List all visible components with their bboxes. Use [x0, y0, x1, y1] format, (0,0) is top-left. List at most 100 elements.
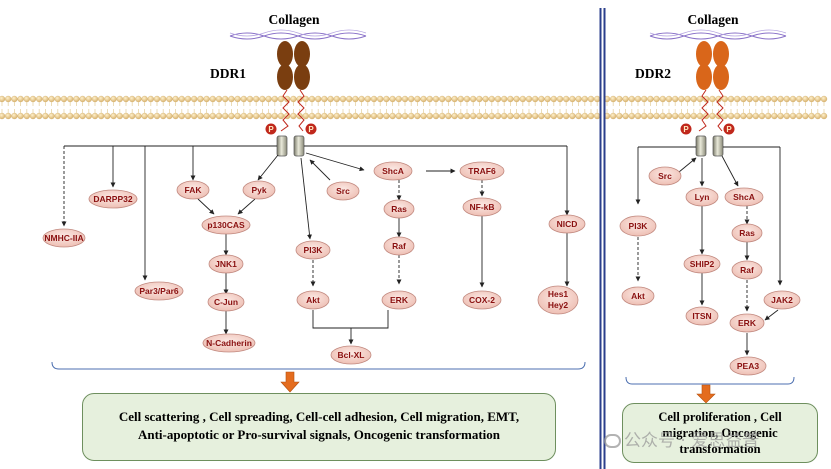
node-nmhc-iia: NMHC-IIA — [42, 228, 86, 248]
svg-text:C-Jun: C-Jun — [214, 297, 238, 307]
ddr1-receptor — [276, 41, 310, 157]
node-darpp32: DARPP32 — [88, 189, 138, 209]
outcome-line: migration, Oncogenic — [662, 426, 778, 440]
svg-text:Hey2: Hey2 — [548, 300, 569, 310]
node-raf-left: Raf — [383, 236, 415, 256]
svg-text:PI3K: PI3K — [629, 221, 649, 231]
svg-text:PI3K: PI3K — [304, 245, 324, 255]
node-ras-right: Ras — [731, 223, 763, 243]
svg-text:JAK2: JAK2 — [771, 295, 793, 305]
ddr2-title: DDR2 — [635, 66, 671, 81]
outcome-box-ddr2: Cell proliferation , Cell migration, Onc… — [622, 403, 818, 463]
svg-text:TRAF6: TRAF6 — [468, 166, 496, 176]
svg-text:NMHC-IIA: NMHC-IIA — [44, 233, 83, 243]
node-pyk: Pyk — [242, 180, 276, 200]
svg-text:Bcl-XL: Bcl-XL — [338, 350, 365, 360]
orange-arrow-left — [280, 371, 300, 393]
svg-text:P: P — [683, 125, 689, 134]
node-src-left: Src — [326, 181, 360, 201]
svg-text:JNK1: JNK1 — [215, 259, 237, 269]
outcome-line: Anti-apoptotic or Pro-survival signals, … — [137, 427, 501, 442]
outcome-line: Cell proliferation , Cell — [658, 410, 782, 424]
node-par3-par6: Par3/Par6 — [134, 281, 184, 301]
svg-text:Raf: Raf — [392, 241, 406, 251]
svg-text:Ras: Ras — [391, 204, 407, 214]
svg-text:COX-2: COX-2 — [469, 295, 495, 305]
svg-text:P: P — [308, 125, 314, 134]
svg-text:NICD: NICD — [557, 219, 578, 229]
svg-text:FAK: FAK — [185, 185, 203, 195]
node-erk-right: ERK — [729, 313, 765, 333]
svg-text:Raf: Raf — [740, 265, 754, 275]
svg-text:Akt: Akt — [306, 295, 320, 305]
svg-text:SHIP2: SHIP2 — [690, 259, 715, 269]
ddr2-phospho-left: P — [680, 123, 692, 135]
collagen-title-left: Collagen — [268, 12, 319, 27]
node-lyn: Lyn — [685, 187, 719, 207]
node-ras-left: Ras — [383, 199, 415, 219]
node-cox-2: COX-2 — [462, 290, 502, 310]
node-jnk1: JNK1 — [208, 254, 244, 274]
node-traf6: TRAF6 — [459, 161, 505, 181]
svg-text:Akt: Akt — [631, 291, 645, 301]
node-nicd: NICD — [548, 214, 586, 234]
svg-text:p130CAS: p130CAS — [207, 220, 245, 230]
node-c-jun: C-Jun — [207, 292, 245, 312]
node-akt-left: Akt — [296, 290, 330, 310]
right-connectors — [635, 146, 783, 356]
svg-text:Hes1: Hes1 — [548, 289, 569, 299]
node-shca-right: ShcA — [724, 187, 764, 207]
wechat-icon — [604, 434, 621, 448]
ddr1-phospho-left: P — [265, 123, 277, 135]
node-nf-kb: NF-kB — [462, 197, 502, 217]
svg-text:PEA3: PEA3 — [737, 361, 759, 371]
svg-text:Src: Src — [336, 186, 350, 196]
node-pi3k-right: PI3K — [619, 215, 657, 237]
cell-membrane — [0, 95, 828, 120]
svg-text:Par3/Par6: Par3/Par6 — [139, 286, 178, 296]
svg-text:N-Cadherin: N-Cadherin — [206, 338, 252, 348]
collagen-fiber-right — [649, 29, 787, 40]
svg-text:ERK: ERK — [738, 318, 757, 328]
svg-text:ITSN: ITSN — [692, 311, 711, 321]
node-p130cas: p130CAS — [201, 215, 251, 235]
svg-text:Pyk: Pyk — [251, 185, 266, 195]
svg-text:P: P — [268, 125, 274, 134]
outcome-line: Cell scattering , Cell spreading, Cell-c… — [118, 409, 520, 424]
node-pi3k-left: PI3K — [295, 240, 331, 260]
node-n-cadherin: N-Cadherin — [202, 333, 256, 353]
svg-text:DARPP32: DARPP32 — [93, 194, 132, 204]
outcome-bracket-right — [625, 376, 795, 385]
ddr1-title: DDR1 — [210, 66, 246, 81]
svg-text:Ras: Ras — [739, 228, 755, 238]
node-shca-left: ShcA — [373, 161, 413, 181]
node-raf-right: Raf — [731, 260, 763, 280]
watermark: 公众号 · 爱思益普 — [604, 426, 759, 451]
node-itsn: ITSN — [685, 306, 719, 326]
svg-text:ShcA: ShcA — [733, 192, 755, 202]
node-src-right: Src — [648, 166, 682, 186]
orange-arrow-right — [696, 384, 716, 404]
svg-text:ERK: ERK — [390, 295, 409, 305]
node-erk-left: ERK — [381, 290, 417, 310]
outcome-bracket-left — [51, 361, 586, 370]
node-hes1-hey2: Hes1 Hey2 — [537, 285, 579, 315]
node-ship2: SHIP2 — [683, 254, 721, 274]
node-bcl-xl: Bcl-XL — [330, 345, 372, 365]
ddr2-receptor — [695, 41, 729, 157]
outcome-box-ddr1: Cell scattering , Cell spreading, Cell-c… — [82, 393, 556, 461]
node-fak: FAK — [176, 180, 210, 200]
node-pea3: PEA3 — [729, 356, 767, 376]
svg-text:Src: Src — [658, 171, 672, 181]
svg-text:Lyn: Lyn — [695, 192, 710, 202]
ddr1-phospho-right: P — [305, 123, 317, 135]
collagen-fiber-left — [229, 29, 367, 40]
left-connectors — [61, 145, 570, 345]
outcome-line: transformation — [679, 442, 761, 456]
node-akt-right: Akt — [621, 286, 655, 306]
svg-text:P: P — [726, 125, 732, 134]
node-jak2: JAK2 — [763, 290, 801, 310]
panel-divider — [599, 8, 606, 469]
collagen-title-right: Collagen — [687, 12, 738, 27]
